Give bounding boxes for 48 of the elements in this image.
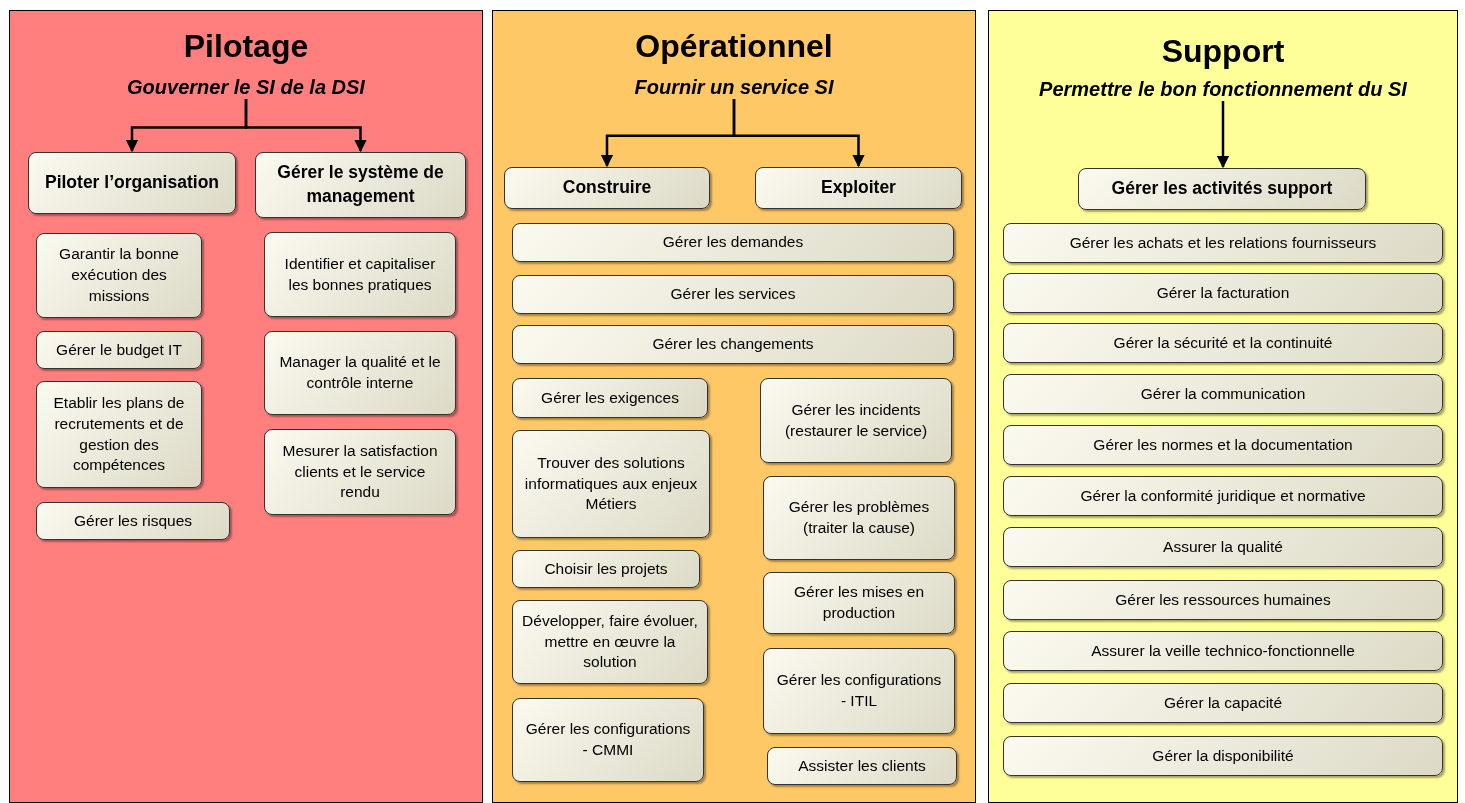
process-box: Gérer les changements bbox=[512, 325, 954, 364]
process-box: Manager la qualité et le contrôle interne bbox=[264, 331, 456, 415]
process-box: Gérer les mises en production bbox=[763, 572, 955, 634]
process-box: Gérer la sécurité et la continuité bbox=[1003, 323, 1443, 363]
process-box: Gérer les normes et la documentation bbox=[1003, 425, 1443, 465]
group-box: Gérer les activités support bbox=[1078, 168, 1366, 210]
process-box: Assurer la veille technico-fonctionnelle bbox=[1003, 631, 1443, 671]
arrow bbox=[244, 99, 367, 153]
process-box: Gérer les services bbox=[512, 275, 954, 314]
column-panel bbox=[9, 10, 483, 803]
process-box: Etablir les plans de recrutements et de gestion des compétences bbox=[36, 381, 202, 488]
process-box: Gérer le budget IT bbox=[36, 331, 202, 369]
process-box: Garantir la bonne exécution des missions bbox=[36, 233, 202, 318]
process-box: Gérer les achats et les relations fournisseurs bbox=[1003, 223, 1443, 263]
group-box: Construire bbox=[504, 167, 710, 209]
arrow bbox=[1216, 101, 1230, 169]
process-box: Gérer les risques bbox=[36, 502, 230, 540]
process-box: Assurer la qualité bbox=[1003, 527, 1443, 567]
process-box: Gérer les ressources humaines bbox=[1003, 580, 1443, 620]
process-box: Gérer la disponibilité bbox=[1003, 736, 1443, 776]
process-box: Identifier et capitaliser les bonnes pratiques bbox=[264, 232, 456, 317]
process-box: Gérer la conformité juridique et normative bbox=[1003, 476, 1443, 516]
process-box: Gérer les incidents (restaurer le service) bbox=[760, 378, 952, 463]
process-box: Gérer la capacité bbox=[1003, 683, 1443, 723]
process-box: Développer, faire évoluer, mettre en œuvre la solution bbox=[512, 600, 708, 684]
process-box: Gérer les configurations - CMMI bbox=[512, 698, 704, 782]
process-box: Gérer les demandes bbox=[512, 223, 954, 262]
column-title: Support bbox=[1160, 33, 1286, 70]
arrow bbox=[732, 99, 865, 168]
group-box: Piloter l’organisation bbox=[28, 152, 236, 214]
process-box: Assister les clients bbox=[767, 747, 957, 785]
process-box: Gérer la communication bbox=[1003, 374, 1443, 414]
column-panel bbox=[988, 10, 1458, 803]
process-box: Gérer les problèmes (traiter la cause) bbox=[763, 476, 955, 560]
column-subtitle: Permettre le bon fonctionnement du SI bbox=[1039, 78, 1407, 101]
group-box: Gérer le système de management bbox=[255, 152, 466, 218]
process-box: Trouver des solutions informatiques aux enjeux Métiers bbox=[512, 430, 710, 538]
column-subtitle: Fournir un service SI bbox=[634, 76, 834, 99]
process-box: Mesurer la satisfaction clients et le service rendu bbox=[264, 429, 456, 515]
column-title: Pilotage bbox=[182, 28, 310, 65]
group-box: Exploiter bbox=[755, 167, 962, 209]
column-panel bbox=[492, 10, 976, 803]
process-box: Gérer les configurations - ITIL bbox=[763, 648, 955, 734]
column-subtitle: Gouverner le SI de la DSI bbox=[127, 76, 365, 99]
process-box: Gérer la facturation bbox=[1003, 273, 1443, 313]
process-box: Gérer les exigences bbox=[512, 378, 708, 418]
column-title: Opérationnel bbox=[634, 28, 834, 65]
process-box: Choisir les projets bbox=[512, 550, 700, 588]
